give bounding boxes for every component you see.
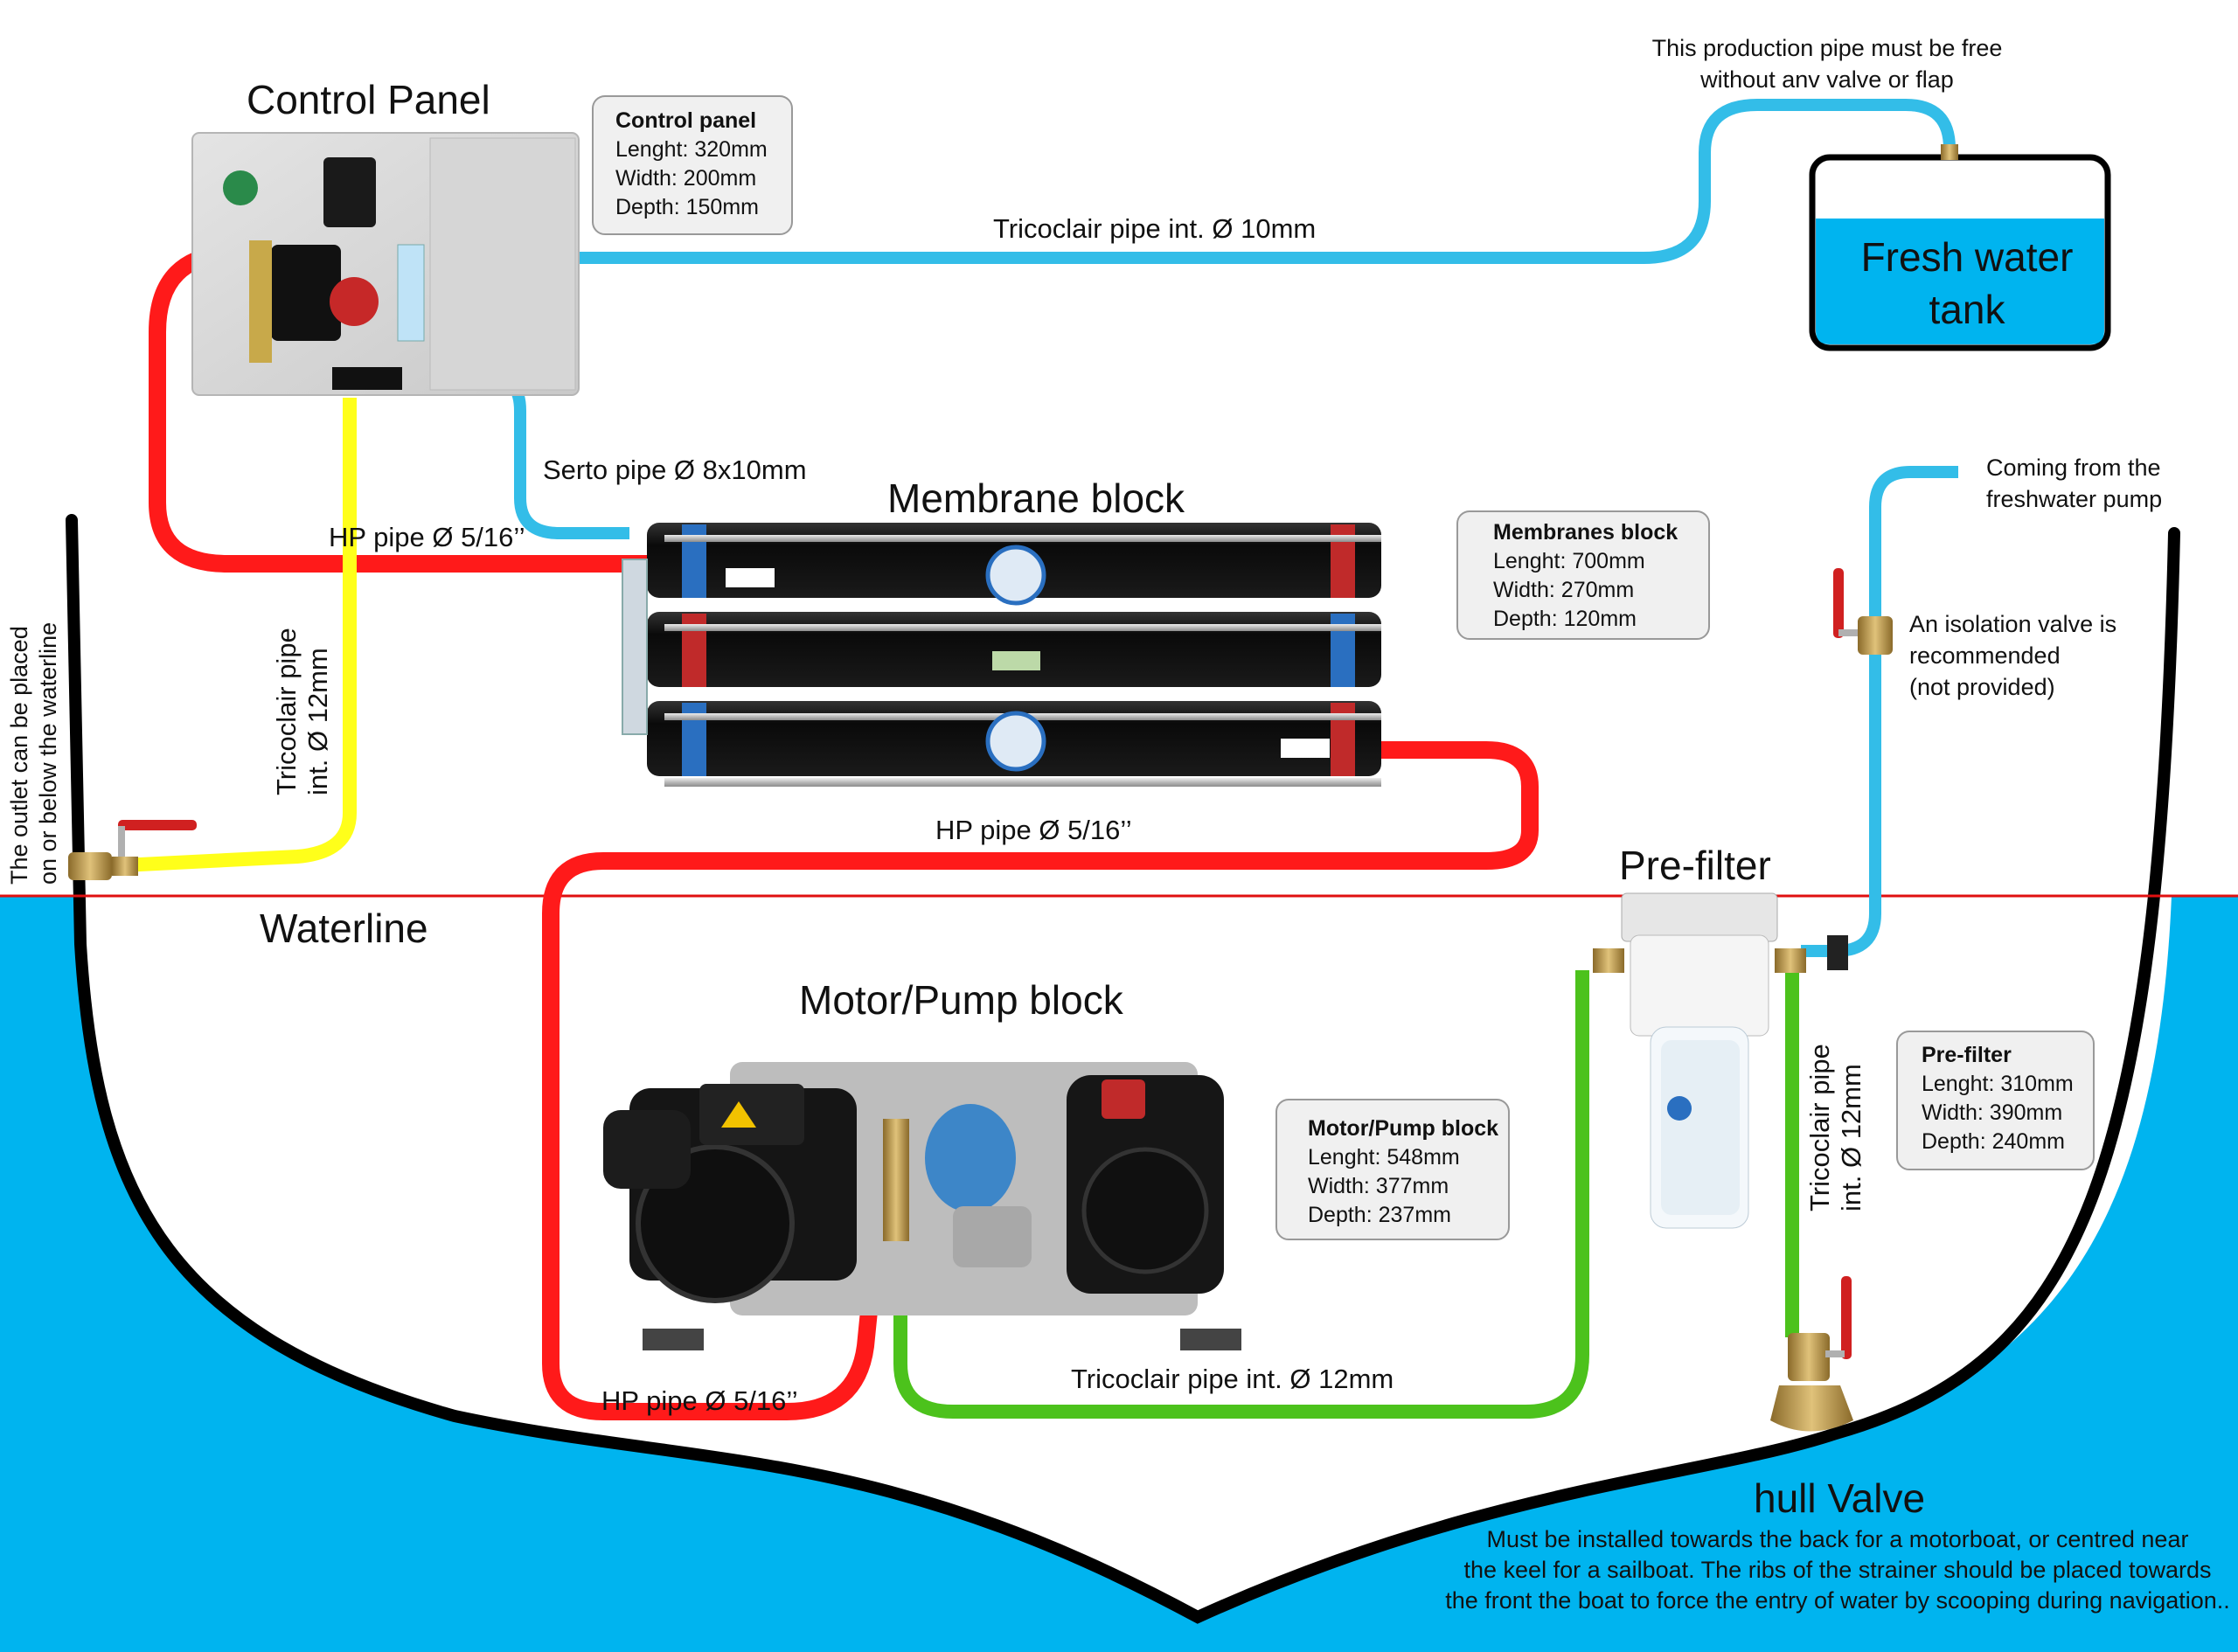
control-panel-spec-title: Control panel [615,108,756,133]
label-hp-bottom: HP pipe Ø 5/16’’ [601,1385,798,1416]
hull-outline [66,514,2180,1624]
motor-pump-spec-length: Lenght: 548mm [1308,1145,1460,1170]
outlet-valve [68,820,197,880]
pre-filter-spec-title: Pre-filter [1922,1043,2012,1067]
production-note-line2: without anv valve or flap [1699,66,1954,93]
hp-pipe-loop [542,741,1539,1420]
motor-pump-spec-title: Motor/Pump block [1308,1116,1498,1141]
motor-pump-unit [603,1062,1241,1350]
outlet-note-line2: on or below the waterline [35,622,61,885]
membranes-spec-title: Membranes block [1493,520,1678,545]
hull-note-line2: the keel for a sailboat. The ribs of the… [1464,1557,2212,1583]
label-hp-top: HP pipe Ø 5/16’’ [329,522,525,552]
label-tricoclair-12-right-line2: int. Ø 12mm [1836,1064,1866,1211]
control-panel-title: Control Panel [247,77,490,122]
isolation-note-line1: An isolation valve is [1909,611,2116,637]
label-tricoclair-12-right-line1: Tricoclair pipe [1804,1044,1835,1211]
freshwater-note-line1: Coming from the [1986,455,2161,481]
membranes-spec-width: Width: 270mm [1493,578,1634,602]
brine-pipe [122,398,357,872]
hull-valve-title: hull Valve [1754,1475,1925,1521]
motor-pump-spec-box: Motor/Pump block Lenght: 548mm Width: 37… [1275,1099,1510,1240]
label-tricoclair-12-right: Tricoclair pipe int. Ø 12mm [1804,1044,1866,1211]
pre-filter-spec-depth: Depth: 240mm [1922,1129,2065,1154]
isolation-note-line2: recommended [1909,642,2061,669]
membranes-spec-depth: Depth: 120mm [1493,607,1637,631]
label-hp-middle: HP pipe Ø 5/16’’ [935,815,1132,845]
membranes-spec-length: Lenght: 700mm [1493,549,1645,573]
waterline-label: Waterline [260,906,428,951]
outlet-note-line1: The outlet can be placed [6,626,32,885]
pre-filter-title: Pre-filter [1619,843,1771,888]
membranes-spec-box: Membranes block Lenght: 700mm Width: 270… [1456,510,1710,640]
control-panel-spec-box: Control panel Lenght: 320mm Width: 200mm… [592,95,793,235]
feed-pipe-pump [893,970,1589,1419]
pre-filter-spec-box: Pre-filter Lenght: 310mm Width: 390mm De… [1896,1031,2095,1170]
label-serto: Serto pipe Ø 8x10mm [543,455,807,485]
label-tricoclair-12-left: Tricoclair pipe int. Ø 12mm [271,628,333,795]
pre-filter-spec-width: Width: 390mm [1922,1100,2062,1125]
outlet-note: The outlet can be placed on or below the… [6,622,61,885]
control-panel-spec-width: Width: 200mm [615,166,756,191]
fresh-tank-label-line2: tank [1929,287,2006,332]
production-note-line1: This production pipe must be free [1652,35,2003,61]
isolation-valve [1833,568,1893,655]
motor-pump-spec-width: Width: 377mm [1308,1174,1449,1198]
fresh-tank-label-line1: Fresh water [1861,234,2074,280]
hull-valve [1770,1276,1853,1432]
freshwater-note-line2: freshwater pump [1986,486,2162,512]
membrane-block-title: Membrane block [887,475,1185,521]
hull-note-line1: Must be installed towards the back for a… [1487,1526,2189,1552]
pre-filter-spec-length: Lenght: 310mm [1922,1072,2074,1096]
control-panel-spec-length: Lenght: 320mm [615,137,768,162]
motor-pump-spec-depth: Depth: 237mm [1308,1203,1451,1227]
fresh-water-tank [1809,144,2111,351]
hull-note-line3: the front the boat to force the entry of… [1445,1587,2230,1614]
label-tricoclair-12-left-line2: int. Ø 12mm [302,648,333,795]
isolation-note-line3: (not provided) [1909,674,2055,700]
label-tricoclair-12-left-line1: Tricoclair pipe [271,628,302,795]
freshwater-inlet-pipe [1801,466,1958,957]
membrane-block-unit [622,523,1381,787]
control-panel-unit [191,132,580,396]
pre-filter-unit [1593,892,1848,1229]
label-tricoclair-12-bottom: Tricoclair pipe int. Ø 12mm [1071,1364,1394,1394]
motor-pump-title: Motor/Pump block [799,977,1124,1023]
control-panel-spec-depth: Depth: 150mm [615,195,759,219]
label-tricoclair-10: Tricoclair pipe int. Ø 10mm [993,213,1316,244]
